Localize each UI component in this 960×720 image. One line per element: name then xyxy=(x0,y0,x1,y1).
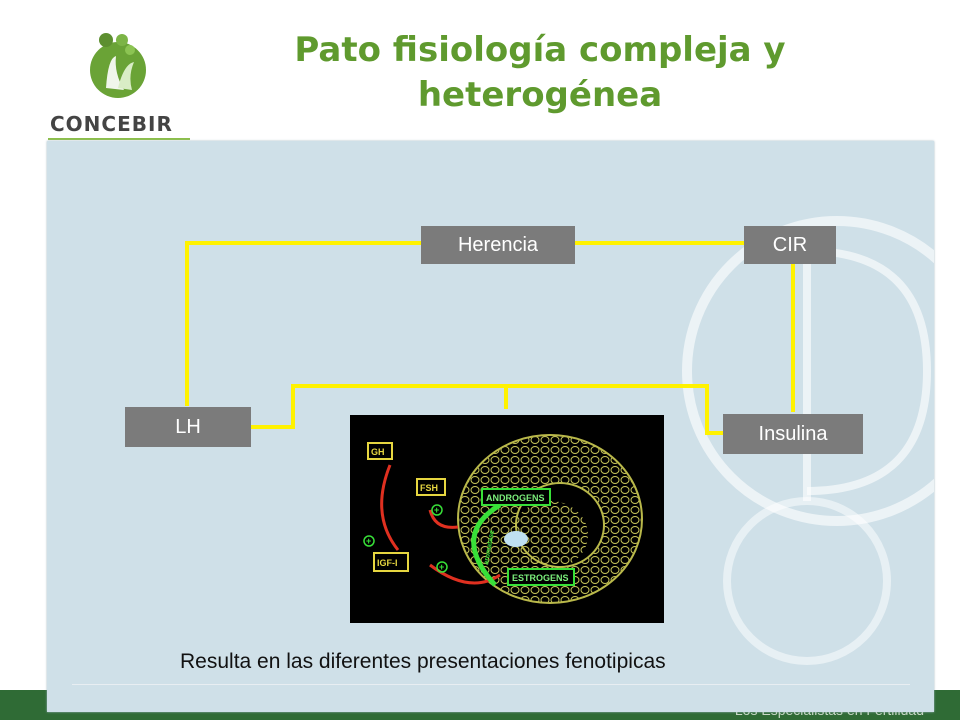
node-insulina: Insulina xyxy=(723,414,863,454)
diagram-caption: Resulta en las diferentes presentaciones… xyxy=(180,650,666,673)
connector-lh-insulina xyxy=(251,384,723,435)
plus-sign-1: + xyxy=(366,536,371,546)
connector-lines xyxy=(185,241,795,435)
label-androgens: ANDROGENS xyxy=(486,493,545,503)
concebir-logo: CONCEBIR xyxy=(40,28,200,140)
logo-text: CONCEBIR xyxy=(50,112,173,136)
label-igf: IGF-I xyxy=(377,558,398,568)
follicle-diagram: GH FSH IGF-I ANDROGENS ESTROGENS aromata… xyxy=(363,434,643,604)
plus-sign-3: + xyxy=(439,562,444,572)
connector-lh-herencia xyxy=(185,241,422,406)
logo-underline xyxy=(48,138,190,140)
page-title: Pato fisiología compleja y heterogénea xyxy=(240,28,840,118)
diagram-panel: Herencia CIR LH Insulina GH FSH xyxy=(47,141,934,712)
plus-sign-2: + xyxy=(434,505,439,515)
label-gh: GH xyxy=(371,447,385,457)
watermark-logo xyxy=(682,216,934,665)
follicle-illustration: GH FSH IGF-I ANDROGENS ESTROGENS aromata… xyxy=(350,415,664,623)
concebir-logo-icon xyxy=(90,33,146,98)
label-estrogens: ESTROGENS xyxy=(512,573,569,583)
title-line-2: heterogénea xyxy=(417,75,663,115)
node-herencia: Herencia xyxy=(421,226,575,264)
node-cir: CIR xyxy=(744,226,836,264)
title-line-1: Pato fisiología compleja y xyxy=(294,30,786,70)
caption-divider xyxy=(72,684,910,685)
node-lh: LH xyxy=(125,407,251,447)
label-fsh: FSH xyxy=(420,483,438,493)
